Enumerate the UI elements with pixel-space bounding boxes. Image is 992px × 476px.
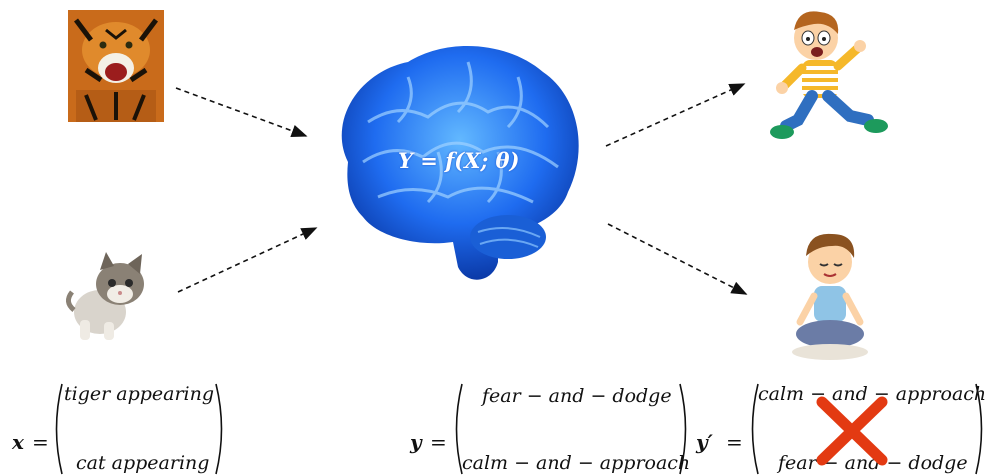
arrow-kitten-to-brain xyxy=(177,227,318,293)
y-prime-vector-item-0: calm − and − approach xyxy=(758,383,987,405)
y-vector-left-paren xyxy=(455,383,463,475)
running-scared-boy-image xyxy=(768,8,892,150)
arrow-tiger-to-brain xyxy=(175,87,308,138)
y-prime-vector-left-paren xyxy=(751,383,759,475)
x-vector-label: x xyxy=(12,430,24,454)
x-vector-right-paren xyxy=(215,383,223,475)
y-vector-item-0: fear − and − dodge xyxy=(482,385,672,407)
brain-image xyxy=(318,32,592,306)
x-vector-item-1: cat appearing xyxy=(76,452,210,474)
y-prime-vector-right-paren xyxy=(975,383,983,475)
meditating-calm-boy-image xyxy=(788,226,872,360)
x-vector-left-paren xyxy=(55,383,63,475)
y-vector-item-1: calm − and − approach xyxy=(462,452,691,474)
y-vector-label: y xyxy=(410,430,422,454)
y-prime-vector-equals: = xyxy=(726,430,743,454)
brain-equation: Y = f(X; θ) xyxy=(398,148,520,173)
y-vector-right-paren xyxy=(679,383,687,475)
kitten-image xyxy=(62,250,154,342)
y-prime-vector-label: y′ xyxy=(696,430,713,454)
x-vector-item-0: tiger appearing xyxy=(64,383,215,405)
arrow-brain-to-scared-boy xyxy=(605,83,746,147)
arrow-brain-to-calm-boy xyxy=(607,223,748,295)
y-vector-equals: = xyxy=(430,430,447,454)
x-vector-equals: = xyxy=(32,430,49,454)
tiger-image xyxy=(66,10,166,122)
red-cross-icon xyxy=(816,396,888,466)
